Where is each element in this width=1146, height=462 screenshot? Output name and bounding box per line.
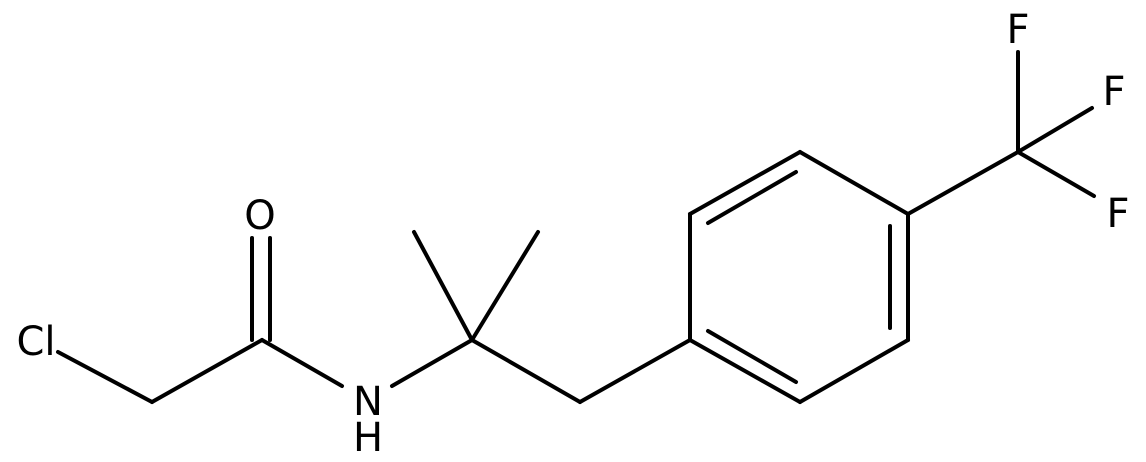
ring-bond-3	[798, 150, 910, 216]
ring-inner-bond-3	[706, 329, 798, 384]
bond-cf3-f-bottom	[1016, 150, 1096, 198]
fluorine-atom-label-bottom: F	[1106, 191, 1129, 237]
bond-cl-ch2	[56, 350, 154, 404]
bond-ring-cf3	[906, 150, 1020, 216]
fluorine-atom-label-right: F	[1102, 69, 1125, 115]
bond-ch2-carbonyl	[150, 338, 264, 404]
bond-methyl-left	[412, 230, 474, 342]
bond-methyl-right	[470, 230, 540, 342]
bond-cf3-f-right	[1016, 106, 1094, 154]
bond-quaternary-ch2	[470, 338, 582, 404]
bond-carbonyl-nitrogen	[260, 338, 344, 388]
fluorine-atom-label-top: F	[1006, 7, 1029, 53]
oxygen-atom-label: O	[244, 193, 275, 239]
chlorine-atom-label: Cl	[16, 319, 55, 365]
hydrogen-atom-label: H	[353, 415, 383, 461]
bond-ch2-ring	[578, 338, 692, 404]
ring-inner-bond-1	[706, 170, 798, 225]
ring-bond-5	[798, 338, 910, 404]
ring-bond-2	[688, 150, 802, 216]
ring-bond-6	[688, 338, 802, 404]
nitrogen-atom-label: N	[353, 379, 383, 425]
bond-nitrogen-quaternary-carbon	[390, 338, 474, 388]
